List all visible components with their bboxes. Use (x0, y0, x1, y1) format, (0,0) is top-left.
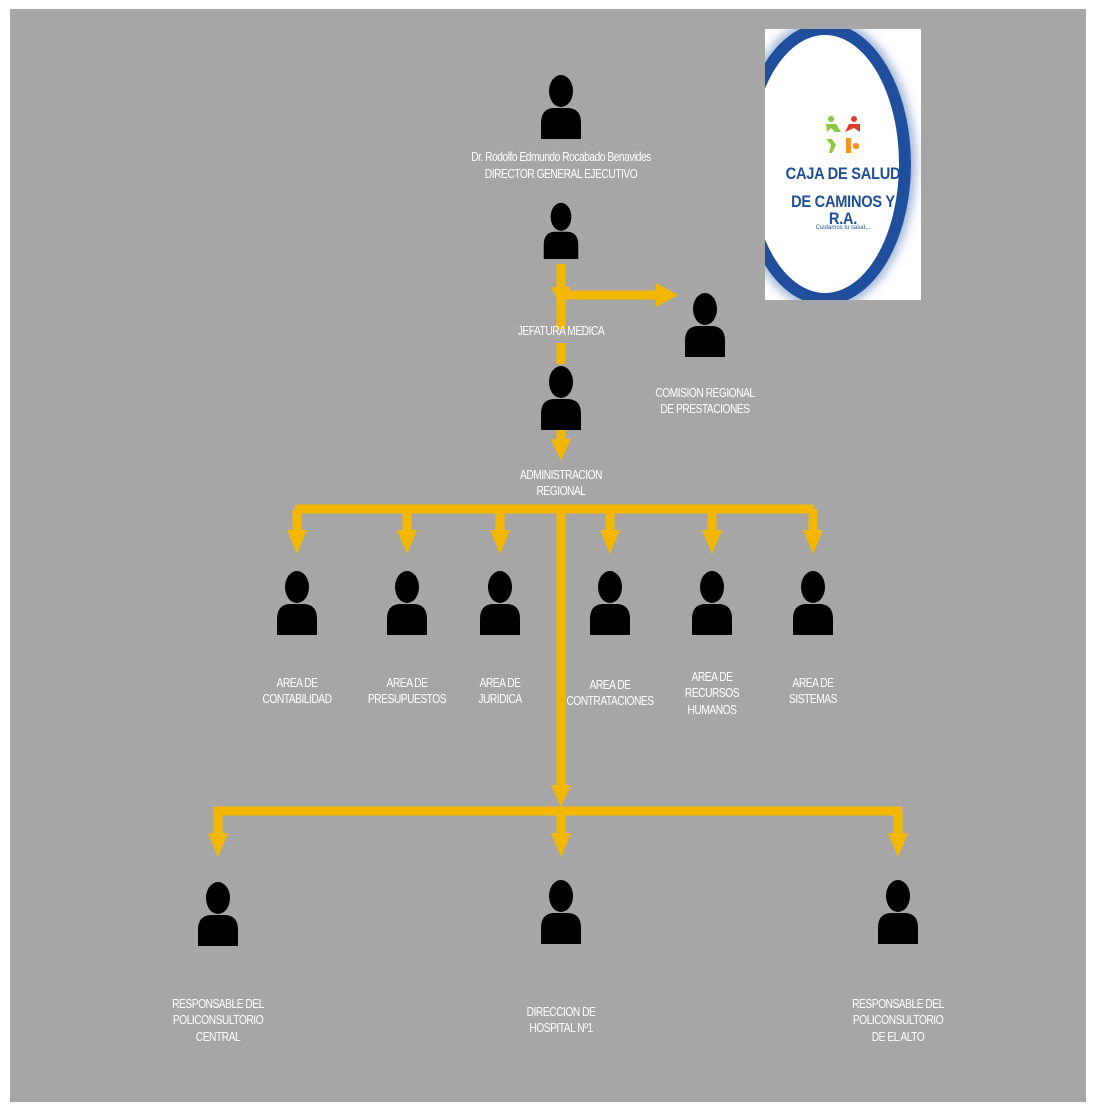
area-label-recursos-humanos: AREA DE RECURSOS HUMANOS (684, 670, 740, 717)
person-icon-director (539, 73, 583, 139)
area-label-contabilidad: AREA DE CONTABILIDAD (262, 676, 332, 707)
comision-label: COMISION REGIONAL DE PRESTACIONES (655, 386, 755, 417)
connector-area-arrow-4 (600, 530, 620, 554)
unit-label-hospital: DIRECCION DE HOSPITAL Nº1 (526, 1005, 596, 1036)
connector-jefatura-arrow (551, 287, 571, 307)
area-label-juridica: AREA DE JURIDICA (478, 676, 522, 707)
person-icon-area-presupuestos (385, 569, 429, 635)
connector-unit-arrow-1 (208, 833, 228, 857)
connector-trunk-arrow (551, 785, 571, 807)
person-icon-area-contrataciones (588, 569, 632, 635)
connector-comision-arrow (656, 283, 678, 307)
unit-label-policonsultorio-central: RESPONSABLE DEL POLICONSULTORIO CENTRAL (172, 997, 264, 1044)
person-icon-policonsultorio-el-alto (876, 878, 920, 944)
logo-line-2: DE CAMINOS Y R.A. (791, 192, 895, 228)
director-role: DIRECTOR GENERAL EJECUTIVO (484, 167, 638, 181)
connector-area-arrow-3 (490, 530, 510, 554)
connector-admin-arrow (551, 439, 571, 461)
person-icon-area-recursos-humanos (690, 569, 734, 635)
person-icon-area-contabilidad (275, 569, 319, 635)
logo-tagline: Cuidamos tu salud... (815, 225, 871, 231)
logo-line-1: CAJA DE SALUD (785, 164, 901, 183)
area-label-contrataciones: AREA DE CONTRATACIONES (566, 678, 654, 709)
connector-unit-arrow-3 (888, 833, 908, 857)
area-label-presupuestos: AREA DE PRESUPUESTOS (367, 676, 447, 707)
logo-figures-icon (826, 116, 860, 153)
person-icon-hospital (539, 878, 583, 944)
connector-area-arrow-5 (702, 530, 722, 554)
connector-area-arrow-2 (397, 530, 417, 554)
unit-label-policonsultorio-el-alto: RESPONSABLE DEL POLICONSULTORIO DE EL AL… (852, 997, 944, 1044)
person-icon-area-juridica (478, 569, 522, 635)
caja-de-salud-logo: CAJA DE SALUD DE CAMINOS Y R.A. Cuidamos… (765, 29, 921, 300)
connector-area-arrow-1 (287, 530, 307, 554)
person-icon-jefatura (542, 201, 580, 259)
administracion-label: ADMINISTRACION REGIONAL (520, 468, 602, 499)
connector-unit-arrow-2 (551, 833, 571, 857)
director-name: Dr. Rodolfo Edmundo Rocabado Benavides (471, 150, 651, 164)
org-chart-canvas: Dr. Rodolfo Edmundo Rocabado Benavides D… (10, 9, 1086, 1102)
person-icon-area-sistemas (791, 569, 835, 635)
person-icon-policonsultorio-central (196, 880, 240, 946)
area-label-sistemas: AREA DE SISTEMAS (789, 676, 837, 707)
person-icon-comision (683, 291, 727, 357)
jefatura-label: JEFATURA MEDICA (517, 324, 605, 338)
person-icon-administracion (539, 364, 583, 430)
connector-area-arrow-6 (803, 530, 823, 554)
